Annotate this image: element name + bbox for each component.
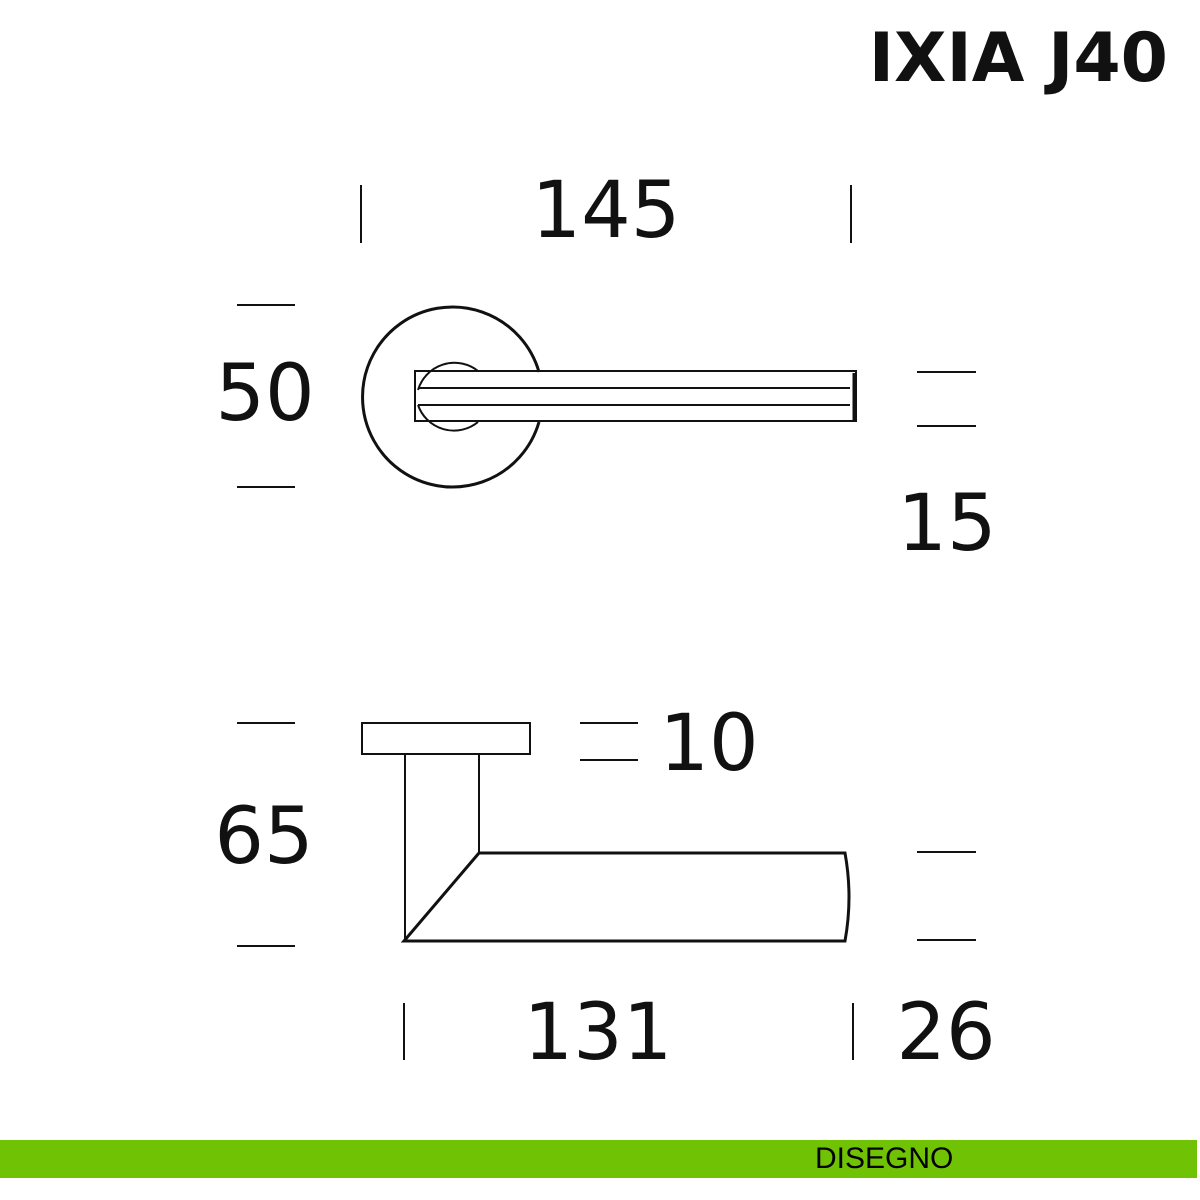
dim-projection: 65 [214, 792, 313, 882]
dim-lever-length: 131 [524, 988, 673, 1078]
product-title: IXIA J40 [869, 19, 1168, 98]
footer-label: DISEGNO [815, 1142, 954, 1175]
top-view: 145 50 15 [215, 166, 996, 569]
dim-lever-height: 26 [896, 988, 995, 1078]
rose-outline [361, 305, 541, 489]
rose-plate [361, 722, 531, 755]
lever-bar [414, 370, 857, 422]
dim-rose-diameter: 50 [215, 349, 314, 439]
footer-bar: DISEGNO [0, 1140, 1197, 1178]
dim-overall-length: 145 [532, 166, 681, 256]
dim-lever-width: 15 [897, 479, 996, 569]
side-view: 65 10 131 26 [214, 699, 995, 1078]
neck-outline [417, 361, 479, 432]
dim-rose-thickness: 10 [659, 699, 758, 789]
lever-profile [400, 851, 851, 943]
